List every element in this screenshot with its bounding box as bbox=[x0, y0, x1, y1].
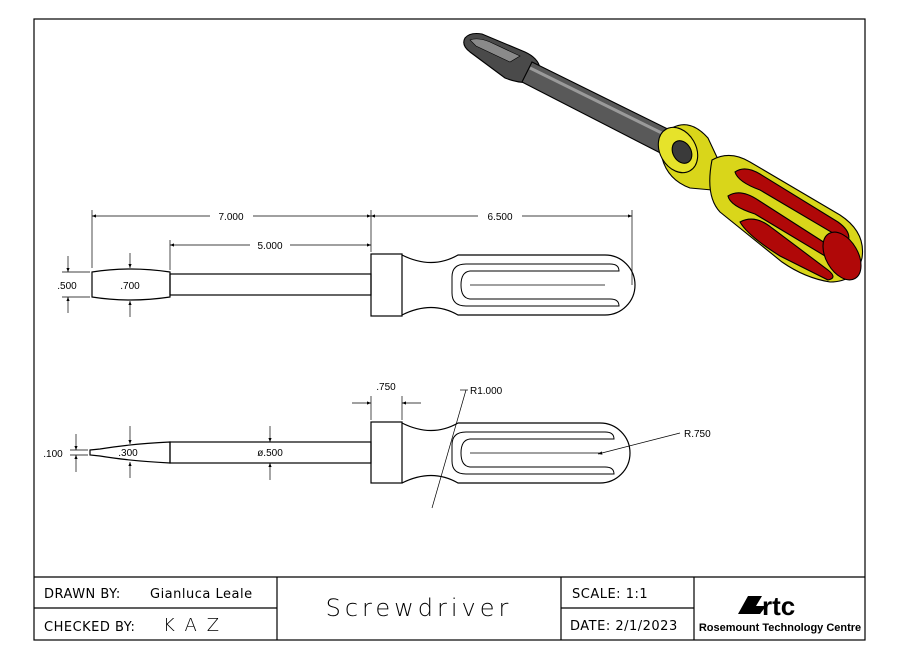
isometric-screwdriver bbox=[463, 32, 864, 283]
date-text: DATE: 2/1/2023 bbox=[570, 619, 678, 634]
rtc-logo-text: rtc bbox=[762, 591, 795, 621]
top-view bbox=[91, 253, 636, 317]
drawn-by-label: DRAWN BY: bbox=[44, 587, 121, 602]
top-view-collar bbox=[370, 253, 403, 317]
leader-collar-radius bbox=[431, 389, 467, 509]
dim-shaft-length: 5.000 bbox=[257, 241, 282, 252]
iso-handle-end bbox=[822, 231, 862, 281]
top-view-tip bbox=[91, 268, 171, 301]
side-view-handle-grooves bbox=[451, 431, 615, 475]
drawn-by-name: Gianluca Leale bbox=[150, 587, 253, 602]
leader-handle-radius bbox=[597, 432, 681, 455]
dim-overall-length: 7.000 bbox=[218, 212, 243, 223]
drawing-title: Screwdriver bbox=[326, 594, 513, 622]
dim-handle-radius: R.750 bbox=[684, 429, 711, 440]
top-view-handle-grooves bbox=[451, 263, 620, 307]
top-view-dimensions bbox=[62, 210, 633, 317]
side-view-handle-outline bbox=[401, 422, 631, 484]
dim-handle-length: 6.500 bbox=[487, 212, 512, 223]
top-view-shaft bbox=[169, 273, 372, 296]
dim-blade-width: .300 bbox=[118, 448, 138, 459]
dim-tip-thickness: .100 bbox=[43, 449, 63, 460]
sheet-border bbox=[33, 18, 866, 641]
side-view-collar bbox=[370, 421, 403, 484]
scale-text: SCALE: 1:1 bbox=[572, 587, 648, 602]
iso-blade-highlight bbox=[469, 38, 521, 63]
dim-collar-radius: R1.000 bbox=[470, 386, 503, 397]
dim-shaft-diameter: ø.500 bbox=[257, 448, 283, 459]
dim-collar-length: .750 bbox=[376, 382, 396, 393]
iso-handle-stripe-3 bbox=[739, 218, 834, 281]
side-view bbox=[89, 421, 631, 484]
rtc-logo: rtc bbox=[738, 591, 795, 621]
side-view-dimensions bbox=[70, 389, 681, 509]
dim-tip-width: .700 bbox=[120, 281, 140, 292]
title-block bbox=[34, 576, 865, 640]
checked-by-name: KAZ bbox=[163, 615, 229, 636]
dim-tip-height: .500 bbox=[57, 281, 77, 292]
iso-collar-hole bbox=[671, 140, 693, 164]
organization-name: Rosemount Technology Centre bbox=[699, 622, 861, 634]
iso-handle-stripe-1 bbox=[734, 168, 850, 243]
rtc-logo-mark bbox=[738, 596, 766, 614]
checked-by-label: CHECKED BY: bbox=[44, 620, 135, 635]
top-view-handle-outline bbox=[401, 254, 636, 316]
